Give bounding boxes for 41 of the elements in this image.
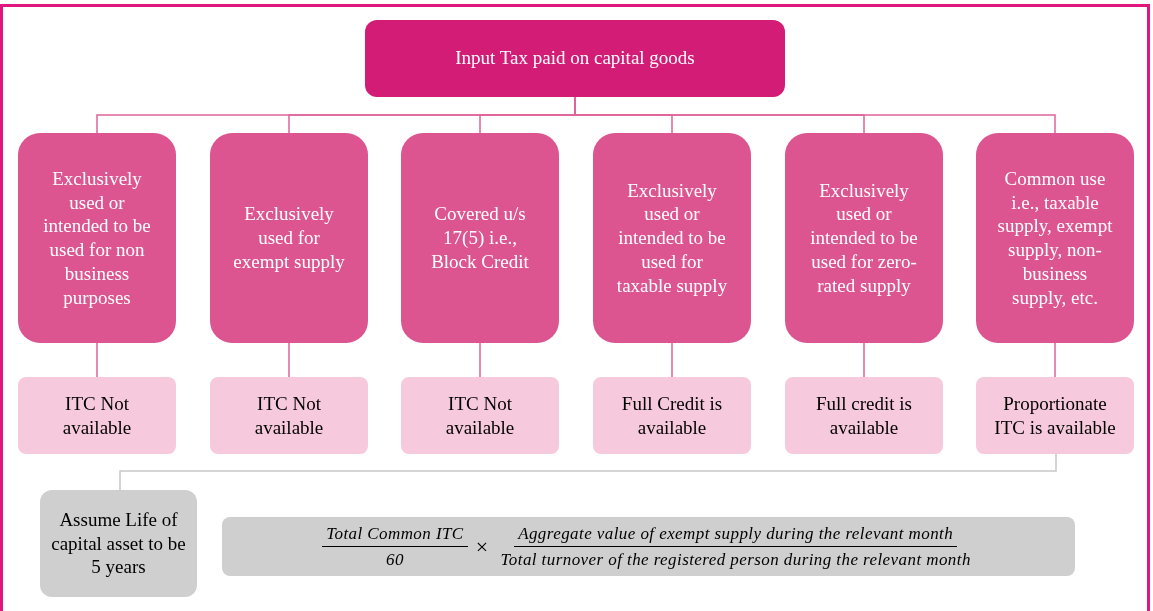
box-label: ITC Not available bbox=[253, 391, 325, 440]
multiply-sign: × bbox=[475, 533, 489, 561]
result-box bbox=[976, 377, 1134, 454]
case-box bbox=[976, 133, 1134, 343]
box-label: Exclusively used or intended to be used for non business purposes bbox=[42, 166, 152, 310]
denominator: 60 bbox=[384, 549, 405, 571]
case-box bbox=[210, 133, 368, 343]
result-box bbox=[210, 377, 368, 454]
box-label: ITC Not available bbox=[61, 391, 133, 440]
result-box bbox=[401, 377, 559, 454]
connector-line bbox=[119, 453, 1057, 491]
box-label: Proportionate ITC is available bbox=[993, 391, 1117, 440]
connector-line bbox=[479, 342, 481, 378]
denominator: Total turnover of the registered person during the relevant month bbox=[499, 549, 972, 571]
formula-box bbox=[222, 517, 1075, 576]
box-label: Exclusively used or intended to be used for taxable supply bbox=[615, 178, 729, 298]
note-box bbox=[40, 490, 197, 597]
case-box bbox=[785, 133, 943, 343]
box-label: ITC Not available bbox=[444, 391, 516, 440]
numerator: Aggregate value of exempt supply during the relevant month bbox=[514, 520, 958, 547]
result-box bbox=[593, 377, 751, 454]
connector-line bbox=[671, 342, 673, 378]
box-label: Input Tax paid on capital goods bbox=[455, 46, 695, 71]
connector-line bbox=[1054, 342, 1056, 378]
box-label: Assume Life of capital asset to be 5 years bbox=[50, 507, 187, 580]
connector-line bbox=[288, 342, 290, 378]
box-label: Full credit is available bbox=[814, 391, 914, 440]
result-box bbox=[18, 377, 176, 454]
box-label: Common use i.e., taxable supply, exempt supply, non-business supply, etc. bbox=[996, 166, 1114, 310]
case-box bbox=[593, 133, 751, 343]
box-label: Full Credit is available bbox=[620, 391, 724, 440]
box-label: Exclusively used or intended to be used for zero-rated supply bbox=[809, 178, 919, 298]
box-label: Covered u/s 17(5) i.e., Block Credit bbox=[430, 202, 530, 274]
result-box bbox=[785, 377, 943, 454]
root-box bbox=[365, 20, 785, 97]
numerator: Total Common ITC bbox=[322, 520, 468, 547]
connector-line bbox=[863, 342, 865, 378]
case-box bbox=[401, 133, 559, 343]
box-label: Exclusively used for exempt supply bbox=[232, 202, 346, 274]
connector-line bbox=[96, 342, 98, 378]
case-box bbox=[18, 133, 176, 343]
